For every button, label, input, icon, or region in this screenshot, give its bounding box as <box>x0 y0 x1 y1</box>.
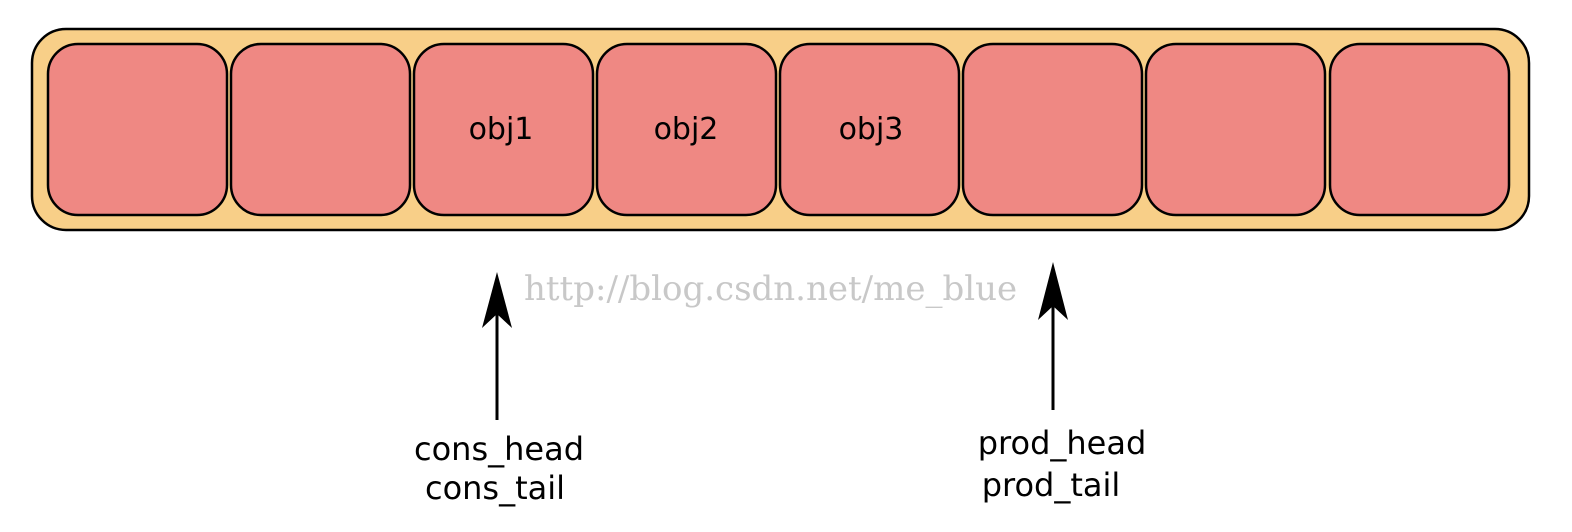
slot-2 <box>229 42 412 217</box>
slot-4: obj2 <box>595 42 778 217</box>
slot-box <box>46 42 229 217</box>
slot-box <box>412 42 595 217</box>
slot-label-obj3: obj3 <box>839 112 904 147</box>
cons-arrow-head <box>482 272 512 328</box>
cons-pointer-arrow <box>482 272 512 420</box>
prod-head-label: prod_head <box>978 424 1147 462</box>
slot-box <box>961 42 1144 217</box>
slot-box <box>778 42 961 217</box>
prod-arrow-head <box>1038 262 1068 320</box>
slot-box <box>1144 42 1327 217</box>
slot-1 <box>46 42 229 217</box>
cons-tail-label: cons_tail <box>425 469 565 507</box>
cons-head-label: cons_head <box>414 430 584 468</box>
slot-label-obj2: obj2 <box>654 112 719 147</box>
slot-box <box>1328 42 1511 217</box>
watermark-text: http://blog.csdn.net/me_blue <box>524 269 1017 309</box>
slot-5: obj3 <box>778 42 961 217</box>
slot-8 <box>1328 42 1511 217</box>
prod-tail-label: prod_tail <box>982 466 1121 504</box>
slot-box <box>595 42 778 217</box>
slot-label-obj1: obj1 <box>469 112 534 147</box>
slot-6 <box>961 42 1144 217</box>
prod-pointer-arrow <box>1038 262 1068 410</box>
slot-7 <box>1144 42 1327 217</box>
slot-3: obj1 <box>412 42 595 217</box>
slot-box <box>229 42 412 217</box>
